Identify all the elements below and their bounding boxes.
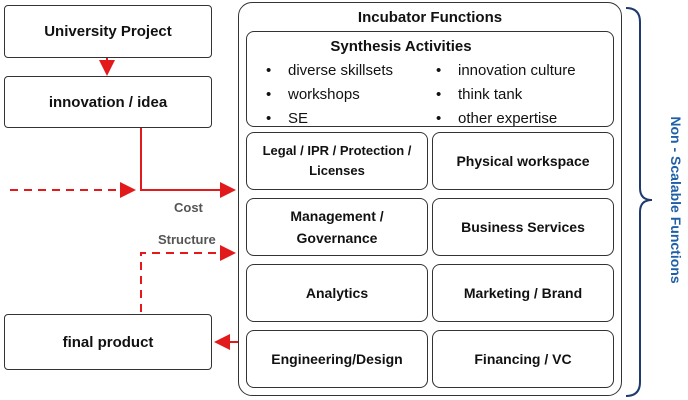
cell-management-label: Management / Governance [290,208,384,246]
innovation-idea-label: innovation / idea [48,93,168,111]
cell-legal: Legal / IPR / Protection / Licenses [246,132,428,190]
synthesis-bullets-left: •diverse skillsets •workshops •SE [266,59,393,131]
arrow-idea-to-incubator [140,128,236,198]
list-item: •other expertise [436,110,558,127]
non-scalable-label: Non - Scalable Functions [668,116,684,284]
cell-financing-label: Financing / VC [474,351,572,367]
cell-analytics-label: Analytics [305,285,369,301]
final-product-box: final product [4,314,212,370]
cell-legal-label: Legal / IPR / Protection / Licenses [262,143,412,178]
list-item: •SE [266,110,309,127]
list-item: •innovation culture [436,62,576,79]
list-item: •workshops [266,86,360,103]
bullet-text: innovation culture [458,62,576,79]
cell-management: Management / Governance [246,198,428,256]
university-project-label: University Project [44,23,172,40]
bullet-text: SE [288,110,309,127]
bullet-text: other expertise [458,110,558,127]
cell-workspace: Physical workspace [432,132,614,190]
innovation-idea-box: innovation / idea [4,76,212,128]
cost-label: Cost [174,200,203,215]
structure-label: Structure [158,232,216,247]
bullet-text: workshops [288,86,360,103]
cell-business: Business Services [432,198,614,256]
bullet-text: diverse skillsets [288,62,394,79]
synthesis-activities-box [246,31,614,127]
university-project-box: University Project [4,5,212,58]
brace [625,7,653,397]
arrow-structure-dashed [140,245,236,312]
bullet-text: think tank [458,86,523,103]
synthesis-bullets-right: •innovation culture •think tank •other e… [436,59,576,131]
cell-engineering-label: Engineering/Design [271,351,403,367]
final-product-label: final product [62,333,154,351]
cell-financing: Financing / VC [432,330,614,388]
list-item: •think tank [436,86,523,103]
cell-analytics: Analytics [246,264,428,322]
cell-business-label: Business Services [461,219,585,235]
cell-marketing: Marketing / Brand [432,264,614,322]
cell-workspace-label: Physical workspace [456,153,590,169]
incubator-title: Incubator Functions [357,9,503,26]
cell-engineering: Engineering/Design [246,330,428,388]
synthesis-title: Synthesis Activities [330,38,472,55]
list-item: •diverse skillsets [266,62,394,79]
cell-marketing-label: Marketing / Brand [463,285,583,301]
